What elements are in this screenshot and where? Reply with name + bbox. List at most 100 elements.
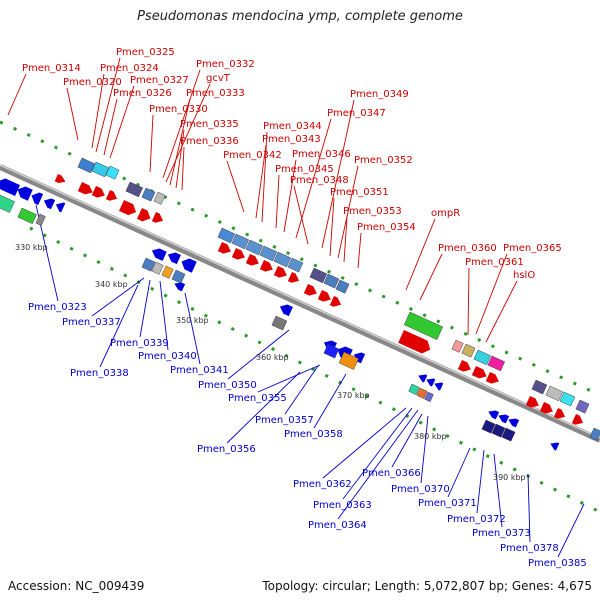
top-gene-label: Pmen_0327 xyxy=(130,75,189,86)
top-leader-line xyxy=(293,185,309,245)
gene-block xyxy=(487,355,506,372)
bottom-gene-label: Pmen_0370 xyxy=(391,484,450,495)
genome-backbone-highlight xyxy=(0,164,600,439)
gene-block xyxy=(287,257,304,273)
bottom-gene-label: Pmen_0371 xyxy=(418,498,477,509)
bottom-leader-line xyxy=(159,280,169,351)
gene-arrow xyxy=(398,330,431,354)
gene-arrow xyxy=(353,352,366,364)
gene-block xyxy=(153,191,166,205)
gene-block xyxy=(17,207,37,224)
top-leader-line xyxy=(321,99,355,249)
top-gene-label: Pmen_0336 xyxy=(180,136,239,147)
top-leader-line xyxy=(405,218,436,291)
gene-arrow xyxy=(457,360,471,372)
bottom-gene-label: Pmen_0338 xyxy=(70,368,129,379)
top-gene-label: Pmen_0320 xyxy=(63,77,122,88)
top-gene-label: Pmen_0365 xyxy=(503,243,562,254)
top-leader-line xyxy=(467,267,470,336)
gene-block xyxy=(259,245,278,262)
gene-block xyxy=(424,391,434,403)
bottom-leader-lines xyxy=(35,204,585,558)
top-leader-line xyxy=(165,83,211,183)
gene-block xyxy=(461,343,476,358)
top-leader-line xyxy=(475,253,508,335)
gene-block xyxy=(141,257,156,272)
scale-tick-label: 360 kbp xyxy=(256,353,289,362)
top-leader-line xyxy=(175,129,185,189)
bottom-gene-label: Pmen_0340 xyxy=(138,351,197,362)
gene-block xyxy=(273,251,292,268)
gene-block xyxy=(105,165,120,180)
gene-block xyxy=(559,391,576,407)
bottom-leader-line xyxy=(447,447,471,498)
top-leader-line xyxy=(329,197,335,257)
bottom-leader-line xyxy=(342,407,413,500)
bottom-leader-line xyxy=(227,329,290,380)
bottom-gene-label: Pmen_0356 xyxy=(197,444,256,455)
top-leader-line xyxy=(275,174,280,229)
top-gene-label: Pmen_0342 xyxy=(223,150,282,161)
bottom-leader-line xyxy=(91,277,145,317)
bottom-gene-label: Pmen_0363 xyxy=(313,500,372,511)
gene-arrow xyxy=(508,418,520,428)
bottom-leader-line xyxy=(99,284,139,368)
scale-tick-label: 380 kbp xyxy=(414,432,447,441)
gene-block xyxy=(589,427,600,441)
top-leader-line xyxy=(419,253,443,301)
gene-arrow xyxy=(426,378,436,387)
top-leader-line xyxy=(66,87,79,141)
gene-arrow xyxy=(167,252,181,265)
top-leader-line xyxy=(226,160,245,213)
gene-block xyxy=(451,339,464,353)
top-leader-line xyxy=(169,98,191,186)
bottom-leader-line xyxy=(139,279,151,338)
bottom-gene-label: Pmen_0378 xyxy=(500,543,559,554)
bottom-leader-line xyxy=(420,415,429,484)
gene-arrow xyxy=(105,190,118,201)
top-gene-label: Pmen_0352 xyxy=(354,155,413,166)
map-title: Pseudomonas mendocina ymp, complete geno… xyxy=(137,9,463,24)
gene-arrow xyxy=(181,258,197,273)
top-leader-line xyxy=(7,73,27,116)
gene-block xyxy=(141,187,156,202)
lower-tick-guide xyxy=(29,226,600,514)
gene-block xyxy=(125,181,144,198)
top-gene-label: gcvT xyxy=(206,73,231,84)
bottom-leader-line xyxy=(493,453,503,528)
scale-tick-label: 340 kbp xyxy=(95,280,128,289)
gene-features xyxy=(0,157,600,451)
gene-block xyxy=(309,267,328,284)
accession-text: Accession: NC_009439 xyxy=(8,579,145,593)
gene-arrow xyxy=(303,284,317,296)
top-gene-label: Pmen_0353 xyxy=(343,206,402,217)
gene-arrow xyxy=(287,272,300,283)
gene-arrow xyxy=(0,178,21,197)
bottom-gene-label: Pmen_0362 xyxy=(293,479,352,490)
top-gene-label: Pmen_0348 xyxy=(290,175,349,186)
bottom-gene-label: Pmen_0373 xyxy=(472,528,531,539)
top-gene-label: Pmen_0343 xyxy=(262,134,321,145)
gene-arrow xyxy=(91,186,105,198)
top-leader-line xyxy=(283,159,297,233)
bottom-leader-line xyxy=(257,364,321,393)
top-leader-line xyxy=(337,165,359,259)
top-leader-line xyxy=(91,73,105,149)
gene-arrow xyxy=(137,208,151,222)
gene-block xyxy=(91,161,110,178)
gene-block xyxy=(473,349,492,366)
gene-arrow xyxy=(217,242,231,254)
gene-arrow xyxy=(434,382,444,391)
top-gene-label: hslO xyxy=(513,270,535,281)
top-gene-label: Pmen_0354 xyxy=(357,222,416,233)
gene-block xyxy=(575,399,590,414)
gene-block xyxy=(335,279,350,294)
top-gene-label: Pmen_0344 xyxy=(263,121,322,132)
top-leader-line xyxy=(109,85,135,159)
gene-arrow xyxy=(498,414,510,424)
bottom-leader-line xyxy=(313,373,347,429)
gene-arrow xyxy=(17,186,33,201)
gene-block xyxy=(323,343,340,359)
gene-arrow xyxy=(525,396,539,408)
top-gene-label: Pmen_0325 xyxy=(116,47,175,58)
